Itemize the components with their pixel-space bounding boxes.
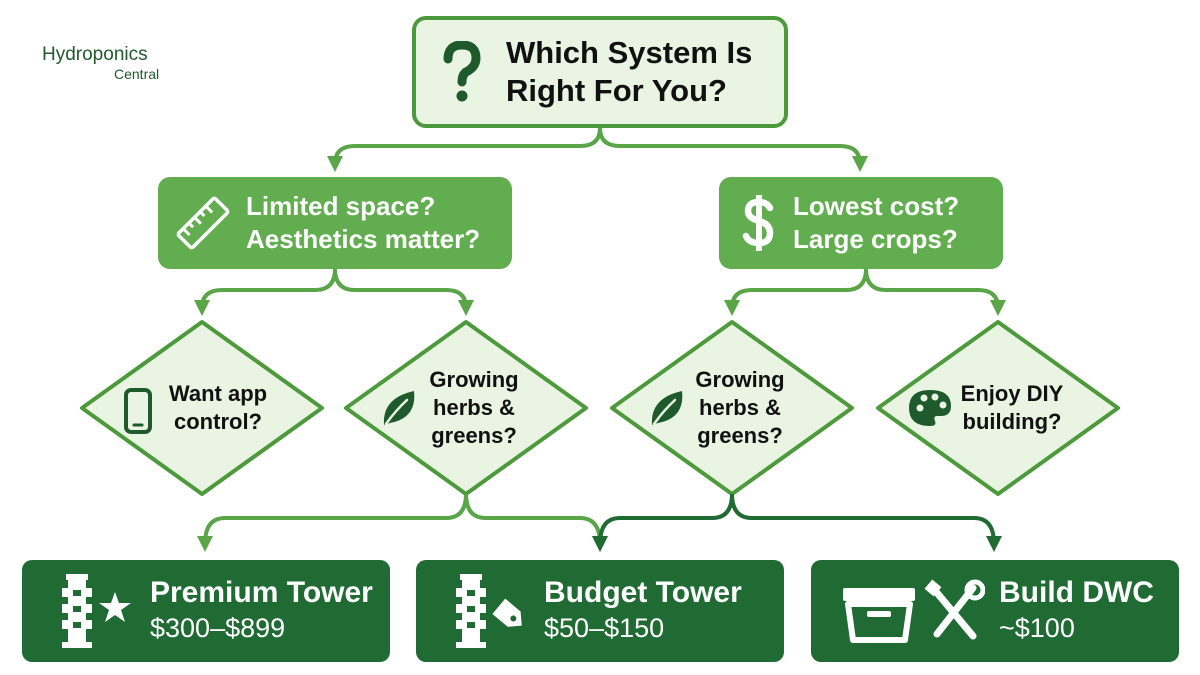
tower-tag-icon <box>456 574 522 648</box>
result2-title: Budget Tower <box>544 576 742 610</box>
connector-d3-r3 <box>730 493 1002 552</box>
decision3-line3: greens? <box>697 423 783 449</box>
connector-q1-d1 <box>194 268 337 316</box>
result-budget-tower: Budget Tower $50–$150 <box>416 560 784 662</box>
decision2-line1: Growing <box>429 366 519 392</box>
result3-price: ~$100 <box>999 613 1075 644</box>
connector-d2-r1 <box>197 493 468 552</box>
connector-d2-r2 <box>464 493 608 552</box>
decision3-text: Growing herbs & greens? <box>684 362 796 454</box>
brand-line1: Hydroponics <box>42 44 148 65</box>
connector-root-left <box>327 127 602 172</box>
decision3-line2: herbs & <box>699 394 781 420</box>
smartphone-icon <box>124 388 152 434</box>
connector-q2-d4 <box>864 268 1006 316</box>
question2-line2: Large crops? <box>793 224 958 254</box>
brand-logo: Hydroponics Central <box>42 44 159 82</box>
result3-title: Build DWC <box>999 576 1154 610</box>
decision4-line1: Enjoy DIY <box>960 380 1064 406</box>
connector-q1-d2 <box>333 268 474 316</box>
result1-title: Premium Tower <box>150 576 373 610</box>
connector-q2-d3 <box>724 268 868 316</box>
decision1-line1: Want app <box>168 380 268 406</box>
result1-price: $300–$899 <box>150 613 286 644</box>
leaf-icon <box>651 391 683 426</box>
decision2-line3: greens? <box>431 423 517 449</box>
ruler-icon <box>176 196 230 250</box>
question1-line1: Limited space? <box>246 190 436 221</box>
decision2-line2: herbs & <box>433 394 515 420</box>
question2-line1: Lowest cost? <box>793 190 960 221</box>
result-build-dwc: Build DWC ~$100 <box>811 560 1179 662</box>
connector-root-right <box>598 127 868 172</box>
root-question-box: Which System Is Right For You? <box>412 16 788 128</box>
decision3-line1: Growing <box>695 366 785 392</box>
root-title-line2: Right For You? <box>506 73 727 108</box>
connector-d3-r2 <box>592 493 734 552</box>
tower-star-icon <box>62 574 131 648</box>
decision4-text: Enjoy DIY building? <box>952 375 1072 441</box>
dollar-icon <box>742 195 774 251</box>
decision-diamond-1 <box>80 320 324 496</box>
decision4-line2: building? <box>962 409 1062 434</box>
question1-line2: Aesthetics matter? <box>246 224 481 254</box>
result-premium-tower: Premium Tower $300–$899 <box>22 560 390 662</box>
decision1-line2: control? <box>174 409 262 434</box>
decision1-text: Want app control? <box>156 375 280 441</box>
brand-line2: Central <box>114 65 160 82</box>
leaf-icon <box>383 391 415 426</box>
palette-icon <box>909 390 951 426</box>
question-mark-icon <box>443 41 481 102</box>
result2-price: $50–$150 <box>544 613 665 644</box>
decision2-text: Growing herbs & greens? <box>418 362 530 454</box>
question-box-space: Limited space? Aesthetics matter? <box>158 177 512 269</box>
decision-diamond-4 <box>876 320 1120 496</box>
question-box-cost: Lowest cost? Large crops? <box>719 177 1003 269</box>
bin-tools-icon <box>843 579 985 643</box>
root-title-line1: Which System Is <box>506 35 753 71</box>
